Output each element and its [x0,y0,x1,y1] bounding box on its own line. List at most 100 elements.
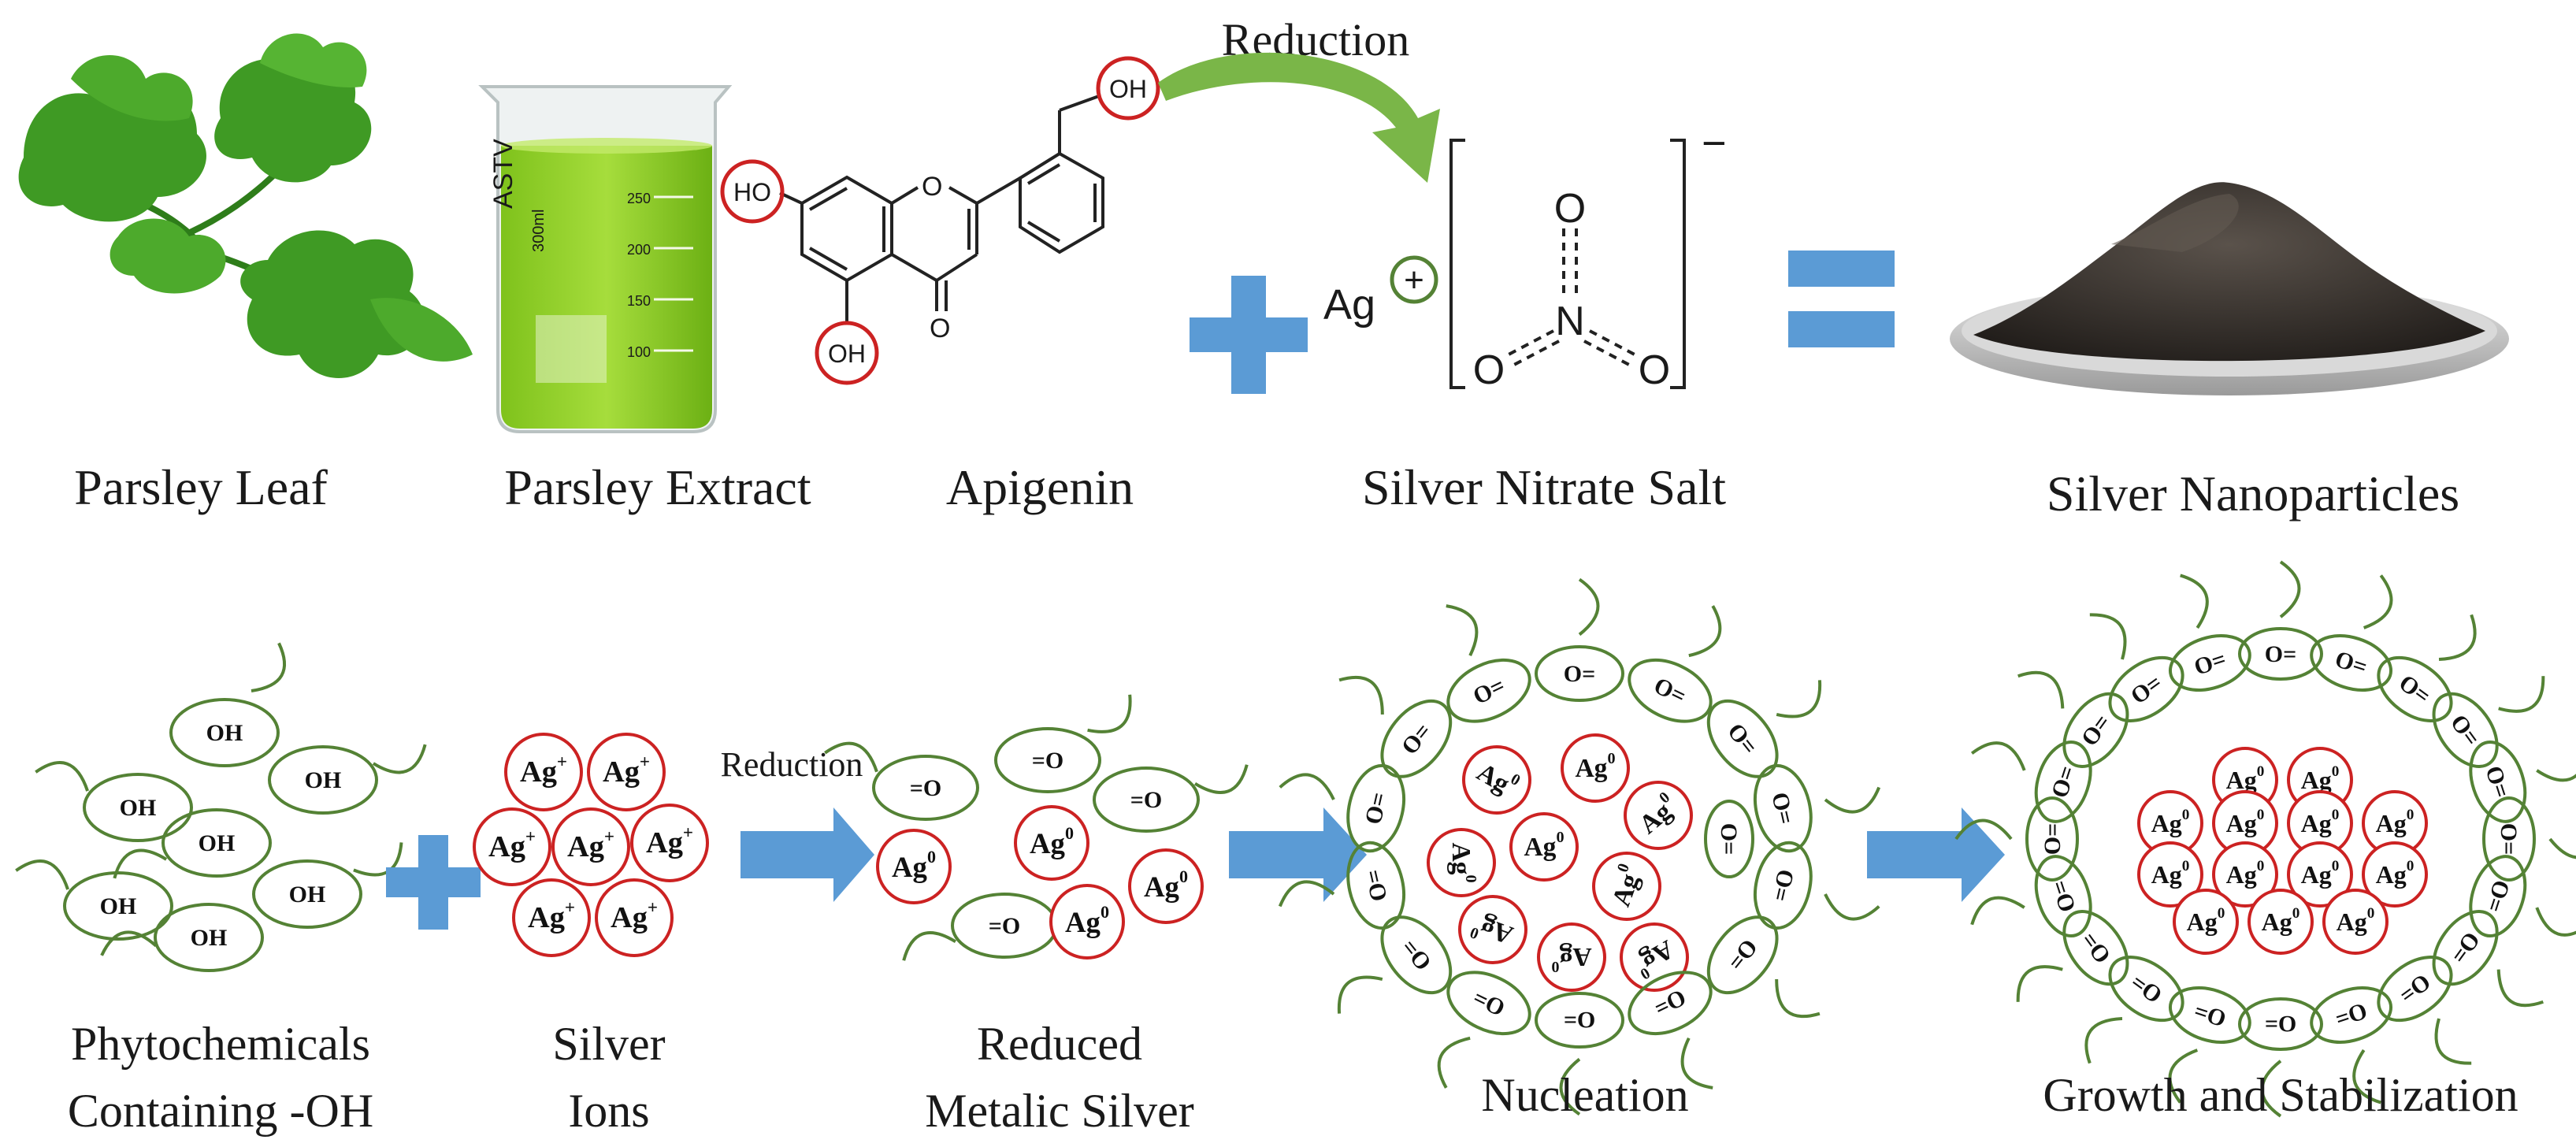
nucleation-carbonyl-11: O= [1279,763,1405,853]
oh-molecule-2: OH [268,744,427,815]
growth-carbonyl-0-text: O= [2265,641,2296,667]
growth-ag-1-text: Ag0 [2301,763,2340,794]
nucleation-carbonyl-5-outline [1706,915,1779,995]
reduced-carbonyl-2-outline [1093,767,1200,833]
phytochemical-tail [902,930,957,961]
reduced-ag-0-outline [876,829,952,904]
growth-carbonyl-16-text: O= [2046,763,2080,801]
nucleation-ag-0: Ag0 [1462,745,1531,815]
apigenin-oh-top-group: OH [1109,75,1147,103]
growth-ag-8: Ag0 [2287,841,2353,908]
nucleation-carbonyl-8-text: O= [1469,985,1509,1022]
nucleation-ag-4: Ag0 [1509,812,1579,882]
phytochemical-tail [2434,1018,2472,1065]
silver-ions-cluster: Ag+Ag+Ag+Ag+Ag+Ag+Ag+ [473,733,709,957]
phytochemical-tail [1776,680,1822,718]
growth-carbonyl-1-text: O= [2332,646,2370,681]
reduced-carbonyl-0-outline [872,755,979,821]
oh-molecule-2-text: OH [305,767,342,793]
phytochemical-tail [2089,613,2127,660]
nitrate-n: N [1555,299,1585,344]
nucleation-ag-5-outline [1592,852,1661,921]
phytochemical-tail [2438,614,2477,662]
nucleation-ag-4-outline [1509,812,1579,882]
reduction-curved-arrow [1158,52,1440,184]
nucleation-carbonyl-10: O= [1278,841,1405,930]
phytochemical-tail [2084,1016,2123,1064]
growth-carbonyl-4-text: O= [2481,763,2515,801]
reduced-ag-0-text: Ag0 [892,847,936,883]
nitrate-o-top: O [1554,186,1586,232]
reduced-ag-1-text: Ag0 [1030,823,1074,859]
phytochemical-tail [2260,1060,2282,1118]
phytochemical-tail [100,930,158,956]
phytochemical-tail [372,744,427,774]
silver-ion-1: Ag+ [587,733,666,811]
ag-plus-circle [1390,255,1438,304]
reduced-ag-3-text: Ag0 [1065,902,1109,938]
nucleation-carbonyl-7-outline [1535,992,1624,1049]
growth-carbonyl-0: O= [2238,560,2323,681]
growth-carbonyl-1: O= [2310,574,2393,692]
nitrate-brackets [1449,139,1686,389]
nucleation-carbonyl-3-text: O= [1767,790,1799,827]
nucleation-ag-3: Ag0 [1427,828,1496,897]
growth-carbonyl-4-outline [2469,740,2527,823]
growth-ag-4: Ag0 [2287,790,2353,856]
growth-ag-5-text: Ag0 [2376,806,2415,837]
nucleation-ag-1-outline [1561,733,1630,803]
phytochemical-tail [1278,880,1335,908]
growth-ag-6-outline [2137,841,2203,908]
oh-molecule-5-outline [252,859,362,929]
oh-molecule-4-outline [63,871,173,941]
nucleation-carbonyl-12-outline [1380,699,1453,778]
silver-ion-4: Ag+ [630,804,709,882]
nucleation-ag-7: Ag0 [1537,922,1606,992]
phytochemical-tail [1970,896,2025,926]
nucleation-ag-4-text: Ag0 [1524,829,1564,861]
growth-carbonyl-4: O= [2469,740,2576,823]
nucleation-carbonyl-10-text: O= [1360,867,1392,904]
silver-ion-2: Ag+ [473,807,551,886]
growth-carbonyl-14-outline [2034,855,2092,938]
growth-carbonyl-15-outline [2025,796,2079,882]
growth-carbonyl-18-outline [2108,655,2184,722]
phytochemical-tail [1970,741,2026,771]
growth-ag-12: Ag0 [2322,889,2389,955]
beaker-mark-150: 150 [627,293,651,309]
nucleation-ag-6-outline [1458,895,1527,964]
phytochemical-tail [1087,694,1132,733]
oh-molecule-0: OH [169,642,287,767]
label-silver-nanoparticles: Silver Nanoparticles [2047,466,2459,522]
silver-ion-2-text: Ag+ [488,826,536,863]
nucleation-ag-7-outline [1537,922,1606,992]
growth-carbonyl-10: O= [2238,997,2323,1118]
beaker-mark-250: 250 [627,191,651,206]
silver-ion-6-outline [595,878,674,957]
beaker-mark-100: 100 [627,344,651,360]
phytochemical-tail [1338,675,1384,715]
nucleation-carbonyl-9-outline [1380,915,1453,995]
reduced-ag-2-outline [1128,848,1204,924]
nitrate-bonds [1508,228,1635,366]
silver-ion-5-outline [512,878,591,957]
silver-ion-1-outline [587,733,666,811]
growth-carbonyl-10-outline [2238,997,2323,1051]
growth-carbonyl-18: O= [2089,613,2184,722]
growth-carbonyl-12-outline [2108,956,2184,1023]
nucleation-carbonyl-0-outline [1535,645,1624,702]
nucleation-carbonyl-0-text: O= [1564,661,1595,687]
growth-carbonyl-3-outline [2432,692,2499,768]
top-plus-sign [1190,276,1308,394]
reduced-carbonyl-2: =O [1093,764,1249,833]
silver-ion-5: Ag+ [512,878,591,957]
growth-carbonyl-5-text: O= [2496,823,2522,855]
nucleation-carbonyl-9: O= [1337,915,1453,1014]
silver-ion-2-outline [473,807,551,886]
nucleation-carbonyl-inner: O= [1704,800,1754,878]
label-silver-ions-line2: Ions [568,1085,649,1137]
nucleation-carbonyl-1: O= [1628,605,1722,723]
parsley-leaf-image [18,33,473,378]
phytochemical-tail [1680,1037,1713,1089]
